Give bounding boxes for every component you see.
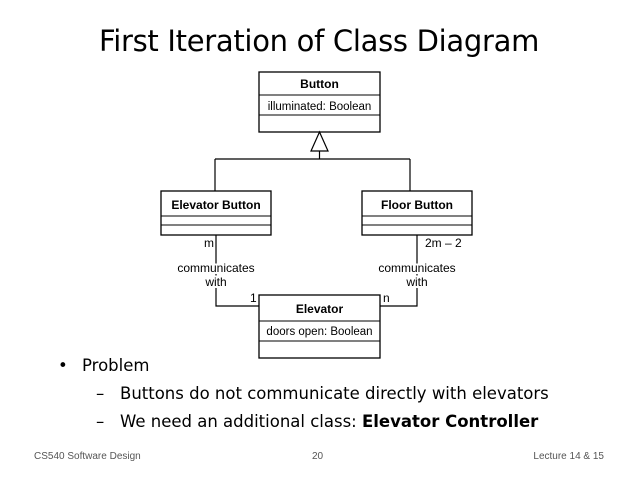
footer-course: CS540 Software Design (34, 451, 141, 462)
association-left-mult-target: 1 (250, 291, 257, 305)
class-elevator-button: Elevator Button (160, 190, 272, 236)
bullet-problem-text: Problem (82, 356, 150, 375)
class-elevator-attribute: doors open: Boolean (266, 326, 372, 338)
sub-bullet-1: – Buttons do not communicate directly wi… (96, 384, 549, 403)
class-elevator-box (258, 294, 381, 359)
association-right-mult-source: 2m – 2 (425, 236, 462, 250)
association-right-mult-target: n (383, 291, 390, 305)
bullet-problem: • Problem (58, 356, 549, 375)
sub-bullet-2-prefix: We need an additional class: (120, 412, 362, 431)
class-elevator-name: Elevator (296, 302, 344, 316)
class-elevator-button-name: Elevator Button (171, 198, 260, 212)
sub-bullet-2: – We need an additional class: Elevator … (96, 412, 549, 431)
sub-bullet-marker: – (96, 412, 105, 431)
generalization (214, 130, 411, 191)
class-floor-button: Floor Button (361, 190, 473, 236)
sub-bullet-marker: – (96, 384, 105, 403)
sub-bullet-2-bold: Elevator Controller (362, 412, 539, 431)
inheritance-arrowhead (310, 130, 329, 152)
association-left: m communicates with 1 (175, 235, 259, 307)
class-elevator: Elevator doors open: Boolean (258, 294, 381, 359)
class-button-attribute: illuminated: Boolean (268, 101, 372, 113)
association-left-line (215, 235, 259, 307)
class-button-box (258, 71, 381, 133)
association-left-mult-source: m (204, 236, 214, 250)
class-floor-button-name: Floor Button (381, 198, 453, 212)
association-left-label-1: communicates (177, 261, 254, 275)
sub-bullet-1-text: Buttons do not communicate directly with… (120, 384, 549, 403)
association-right-line (380, 235, 418, 307)
class-floor-button-box (361, 190, 473, 236)
class-button-name: Button (300, 77, 339, 91)
association-right-label-1: communicates (378, 261, 455, 275)
bullet-list: • Problem – Buttons do not communicate d… (58, 356, 549, 440)
footer-page-number: 20 (312, 451, 324, 462)
slide-title: First Iteration of Class Diagram (98, 24, 540, 58)
bullet-marker: • (58, 356, 68, 375)
association-left-label-2: with (204, 275, 226, 289)
footer-lecture: Lecture 14 & 15 (533, 451, 604, 462)
association-right: 2m – 2 communicates with n (376, 235, 462, 307)
association-right-label-2: with (405, 275, 427, 289)
sub-bullet-2-text: We need an additional class: Elevator Co… (120, 412, 538, 431)
class-button: Button illuminated: Boolean (258, 71, 381, 133)
